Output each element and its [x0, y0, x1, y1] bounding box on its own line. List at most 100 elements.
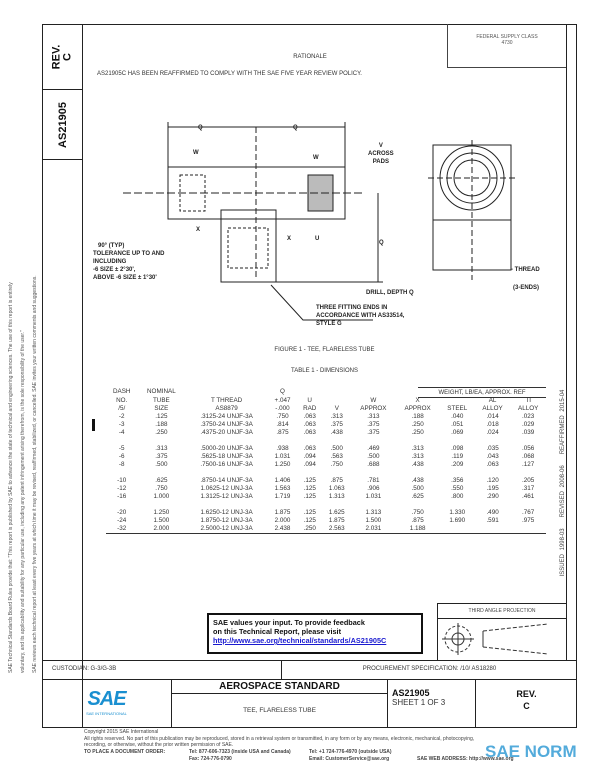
dim-w: W — [313, 155, 319, 161]
table-cell: .039 — [522, 429, 535, 436]
issued-date: ISSUED 1998-03 — [560, 528, 566, 577]
angle-note: ABOVE -6 SIZE ± 1°30' — [93, 275, 157, 281]
dim-u: U — [315, 236, 320, 242]
table-cell: .014 — [486, 413, 499, 420]
rights-text: recording, or otherwise, without the pri… — [84, 742, 234, 748]
title-block: SAE SAE INTERNATIONAL AEROSPACE STANDARD… — [42, 680, 577, 728]
sae-logo: SAE SAE INTERNATIONAL — [42, 680, 172, 728]
table-cell: .875 — [330, 477, 343, 484]
table-cell: .195 — [486, 485, 499, 492]
table-row: -2.125.3125-24 UNJF-3A.750.063.313.313.1… — [106, 413, 546, 421]
column-header: U — [307, 397, 312, 404]
table-cell: .094 — [303, 453, 316, 460]
table-cell: .063 — [486, 461, 499, 468]
table-cell: .313 — [155, 445, 168, 452]
table-cell: .5625-18 UNJF-3A — [200, 453, 253, 460]
table-cell: .317 — [522, 485, 535, 492]
table-cell: 1.3125-12 UNJ-3A — [200, 493, 253, 500]
web-address[interactable]: SAE WEB ADDRESS: http://www.sae.org — [417, 755, 514, 762]
table-cell: .127 — [522, 461, 535, 468]
table-cell: .188 — [411, 413, 424, 420]
side-rev-box: REV.C — [42, 24, 83, 90]
table-cell: .205 — [522, 477, 535, 484]
table-cell: 1.188 — [409, 525, 426, 532]
feedback-link[interactable]: http://www.sae.org/technical/standards/A… — [213, 636, 387, 645]
dim-q: Q — [198, 125, 203, 131]
table-cell: .250 — [303, 525, 316, 532]
table-cell: -2 — [118, 413, 125, 420]
page-frame — [42, 24, 577, 728]
table-cell: .018 — [486, 421, 499, 428]
angle-note: -6 SIZE ± 2°30', — [93, 267, 136, 273]
table-cell: 2.438 — [274, 525, 291, 532]
table-cell: .119 — [451, 453, 464, 460]
fitting-note: ACCORDANCE WITH AS33514, — [316, 313, 405, 319]
phone: Tel: 877-606-7323 (inside USA and Canada… — [189, 748, 291, 755]
column-header: ALLOY — [482, 405, 503, 412]
table-cell: -3 — [118, 421, 125, 428]
table-row: -5.313.5000-20 UNJF-3A.938.063.500.469.3… — [106, 445, 546, 453]
label-pads: PADS — [372, 159, 389, 165]
projection-label: THIRD ANGLE PROJECTION — [438, 604, 566, 619]
table-cell: 1.625 — [328, 509, 345, 516]
revised-date: REVISED 2008-06 — [560, 465, 566, 518]
sheet-number: SHEET 1 OF 3 — [392, 698, 446, 707]
table-cell: .688 — [367, 461, 380, 468]
rationale-title: RATIONALE — [293, 54, 327, 60]
table-cell: .875 — [411, 517, 424, 524]
weight-group-header: WEIGHT, LB/EA, APPROX. REF — [418, 389, 546, 398]
table-cell: 1.875 — [274, 509, 291, 516]
table-cell: .750 — [276, 413, 289, 420]
table-cell: .938 — [276, 445, 289, 452]
table-cell: 1.500 — [153, 517, 170, 524]
table-cell: .625 — [155, 477, 168, 484]
table-cell: .975 — [522, 517, 535, 524]
table-cell: .906 — [367, 485, 380, 492]
table-cell: .125 — [303, 485, 316, 492]
footer: Copyright 2015 SAE International All rig… — [84, 729, 584, 763]
table-cell: .051 — [451, 421, 464, 428]
left-column — [42, 24, 83, 728]
table-cell: .750 — [155, 485, 168, 492]
projection-box: THIRD ANGLE PROJECTION — [437, 603, 566, 660]
drill-note: DRILL, DEPTH Q — [366, 290, 414, 296]
table-cell: .043 — [486, 453, 499, 460]
table-cell: -24 — [117, 517, 127, 524]
table-cell: .3750-24 UNJF-3A — [200, 421, 253, 428]
figure-caption: FIGURE 1 - TEE, FLARELESS TUBE — [274, 347, 375, 353]
label-across: ACROSS — [368, 151, 394, 157]
table-cell: .500 — [330, 445, 343, 452]
table-cell: .781 — [367, 477, 380, 484]
table-cell: 2.000 — [153, 525, 170, 532]
phone-intl: Tel: +1 724-776-4970 (outside USA) — [309, 748, 392, 755]
column-header: +.047 — [274, 397, 291, 404]
table-cell: 1.719 — [274, 493, 291, 500]
column-header: Q — [280, 388, 285, 395]
copyright: Copyright 2015 SAE International — [84, 729, 159, 735]
angle-note: 90° (TYP) — [98, 243, 125, 249]
column-header: SIZE — [154, 405, 169, 412]
table-cell: .023 — [522, 413, 535, 420]
email[interactable]: Email: CustomerService@sae.org — [309, 755, 390, 762]
order-label: TO PLACE A DOCUMENT ORDER: — [84, 748, 166, 755]
table-cell: -6 — [118, 453, 125, 460]
column-header: W — [370, 397, 377, 404]
table-cell: .125 — [155, 413, 168, 420]
table-cell: .250 — [411, 429, 424, 436]
table-cell: .438 — [411, 477, 424, 484]
feedback-line: SAE values your input. To provide feedba… — [213, 618, 365, 627]
table-cell: .375 — [367, 429, 380, 436]
ends-note: (3-ENDS) — [513, 285, 540, 291]
fsc-label: FEDERAL SUPPLY CLASS — [476, 34, 538, 40]
side-rev: C — [61, 52, 74, 61]
table-cell: 1.031 — [274, 453, 291, 460]
table-cell: 1.875 — [328, 517, 345, 524]
table-cell — [510, 525, 546, 534]
dim-q: Q — [379, 240, 384, 246]
